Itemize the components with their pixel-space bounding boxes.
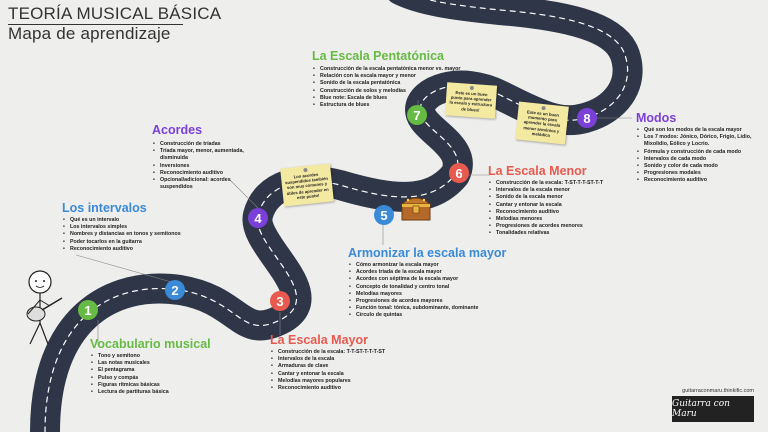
section-title: Armonizar la escala mayor — [348, 246, 507, 260]
section-armonizar: Armonizar la escala mayor Cómo armonizar… — [348, 246, 506, 320]
list-item: Intervalos de cada modo — [636, 156, 754, 163]
item-list: Cómo armonizar la escala mayor Acordes t… — [348, 262, 506, 320]
list-item: Relación con la escala mayor y menor — [312, 73, 460, 80]
list-item: Los 7 modos: Jónico, Dórico, Frigio, Lid… — [636, 134, 754, 148]
list-item: Tonalidades relativas — [488, 230, 603, 237]
step-5-badge: 5 — [374, 205, 394, 225]
brand-signature: Guitarra con Maru — [672, 399, 730, 419]
step-1-badge: 1 — [78, 300, 98, 320]
list-item: Construcción de tríadas — [152, 141, 248, 148]
list-item: Reconocimiento auditivo — [152, 170, 248, 177]
list-item: Melodías mayores populares — [270, 378, 385, 385]
title-main: TEORÍA MUSICAL BÁSICA — [8, 4, 222, 23]
list-item: Función tonal: tónica, subdominante, dom… — [348, 305, 506, 312]
note-text: Este es un buen momento para aprender la… — [523, 109, 561, 138]
list-item: Qué son los modos de la escala mayor — [636, 127, 754, 134]
list-item: Reconocimiento auditivo — [270, 385, 385, 392]
section-modos: Modos Qué son los modos de la escala may… — [636, 111, 754, 185]
list-item: Sonido de la escala menor — [488, 194, 603, 201]
list-item: Melodías mayores — [348, 291, 506, 298]
list-item: Intervalos de la escala — [270, 356, 385, 363]
list-item: Construcción de solos y melodías — [312, 88, 460, 95]
list-item: Nombres y distancias en tonos y semitono… — [62, 231, 182, 238]
list-item: Armaduras de clave — [270, 363, 385, 370]
list-item: Sonido y color de cada modo — [636, 163, 754, 170]
list-item: Círculo de quintas — [348, 312, 506, 319]
list-item: Reconocimiento auditivo — [636, 177, 754, 184]
list-item: Cómo armonizar la escala mayor — [348, 262, 506, 269]
list-item: Progresiones de acordes menores — [488, 223, 603, 230]
item-list: Qué son los modos de la escala mayor Los… — [636, 127, 754, 185]
list-item: El pentagrama — [90, 367, 211, 374]
brand-logo: Guitarra con Maru — [672, 396, 754, 422]
pin-icon — [541, 105, 546, 111]
list-item: Acordes con séptima de la escala mayor — [348, 276, 506, 283]
list-item: Poder tocarlos en la guitarra — [62, 239, 182, 246]
section-title: La Escala Mayor — [270, 333, 368, 347]
step-6-badge: 6 — [449, 163, 469, 183]
list-item: Melodías menores — [488, 216, 603, 223]
item-list: Construcción de la escala: T-ST-T-T-ST-T… — [488, 180, 603, 238]
section-title: La Escala Menor — [488, 164, 587, 178]
section-title: Acordes — [152, 123, 203, 137]
list-item: Progresiones de acordes mayores — [348, 298, 506, 305]
list-item: Fórmula y construcción de cada modo — [636, 149, 754, 156]
website-url: guitarraconmaru.thinkific.com — [682, 388, 754, 394]
list-item: Inversiones — [152, 163, 248, 170]
title-underline — [8, 24, 183, 25]
list-item: Pulso y compás — [90, 375, 211, 382]
list-item: Reconocimiento auditivo — [488, 209, 603, 216]
list-item: Reconocimiento auditivo — [62, 246, 182, 253]
section-pentatonica: La Escala Pentatónica Construcción de la… — [312, 49, 460, 109]
list-item: Los intervalos simples — [62, 224, 182, 231]
section-title: Los intervalos — [62, 201, 147, 215]
guitarist-illustration — [26, 270, 63, 345]
page-title: TEORÍA MUSICAL BÁSICA Mapa de aprendizaj… — [8, 4, 221, 44]
item-list: Construcción de la escala pentatónica me… — [312, 66, 460, 109]
list-item: Estructura de blues — [312, 102, 460, 109]
note-text: Los acordes suspendidos también son muy … — [284, 171, 329, 200]
treasure-chest-icon — [400, 197, 432, 221]
list-item: Construcción de la escala: T-ST-T-T-ST-T… — [488, 180, 603, 187]
title-subtitle: Mapa de aprendizaje — [8, 24, 171, 43]
list-item: Concepto de tonalidad y centro tonal — [348, 284, 506, 291]
sticky-note-acordes: Los acordes suspendidos también son muy … — [280, 163, 334, 207]
step-7-badge: 7 — [407, 105, 427, 125]
list-item: Construcción de la escala pentatónica me… — [312, 66, 460, 73]
item-list: Tono y semitono Las notas musicales El p… — [90, 353, 211, 396]
pin-icon — [303, 167, 308, 173]
section-title: Modos — [636, 111, 677, 125]
list-item: Acordes tríada de la escala mayor — [348, 269, 506, 276]
sticky-note-menor: Este es un buen momento para aprender la… — [515, 101, 569, 145]
step-2-badge: 2 — [165, 280, 185, 300]
pin-icon — [469, 85, 475, 91]
section-escala-menor: La Escala Menor Construcción de la escal… — [488, 164, 603, 238]
item-list: Construcción de la escala: T-T-ST-T-T-T-… — [270, 349, 385, 392]
section-intervalos: Los intervalos Qué es un intervalo Los i… — [62, 201, 182, 253]
list-item: Lectura de partituras básica — [90, 389, 211, 396]
item-list: Qué es un intervalo Los intervalos simpl… — [62, 217, 182, 253]
step-4-badge: 4 — [248, 208, 268, 228]
section-escala-mayor: La Escala Mayor Construcción de la escal… — [270, 333, 385, 392]
step-8-badge: 8 — [577, 108, 597, 128]
section-vocabulario: Vocabulario musical Tono y semitono Las … — [90, 337, 211, 396]
list-item: Blue note: Escala de blues — [312, 95, 460, 102]
item-list: Construcción de tríadas Tríada mayor, me… — [152, 141, 248, 191]
section-acordes: Acordes Construcción de tríadas Tríada m… — [152, 123, 248, 191]
list-item: Cantar y entonar la escala — [488, 202, 603, 209]
list-item: Intervalos de la escala menor — [488, 187, 603, 194]
list-item: Figuras rítmicas básicas — [90, 382, 211, 389]
list-item: Construcción de la escala: T-T-ST-T-T-T-… — [270, 349, 385, 356]
list-item: Tono y semitono — [90, 353, 211, 360]
list-item: Las notas musicales — [90, 360, 211, 367]
step-3-badge: 3 — [270, 291, 290, 311]
list-item: Cantar y entonar la escala — [270, 371, 385, 378]
list-item: Progresiones modales — [636, 170, 754, 177]
list-item: Opcional/adicional: acordes suspendidos — [152, 177, 248, 191]
section-title: Vocabulario musical — [90, 337, 211, 351]
section-title: La Escala Pentatónica — [312, 49, 445, 63]
list-item: Tríada mayor, menor, aumentada, disminui… — [152, 148, 248, 162]
list-item: Qué es un intervalo — [62, 217, 182, 224]
list-item: Sonido de la escala pentatónica — [312, 80, 460, 87]
